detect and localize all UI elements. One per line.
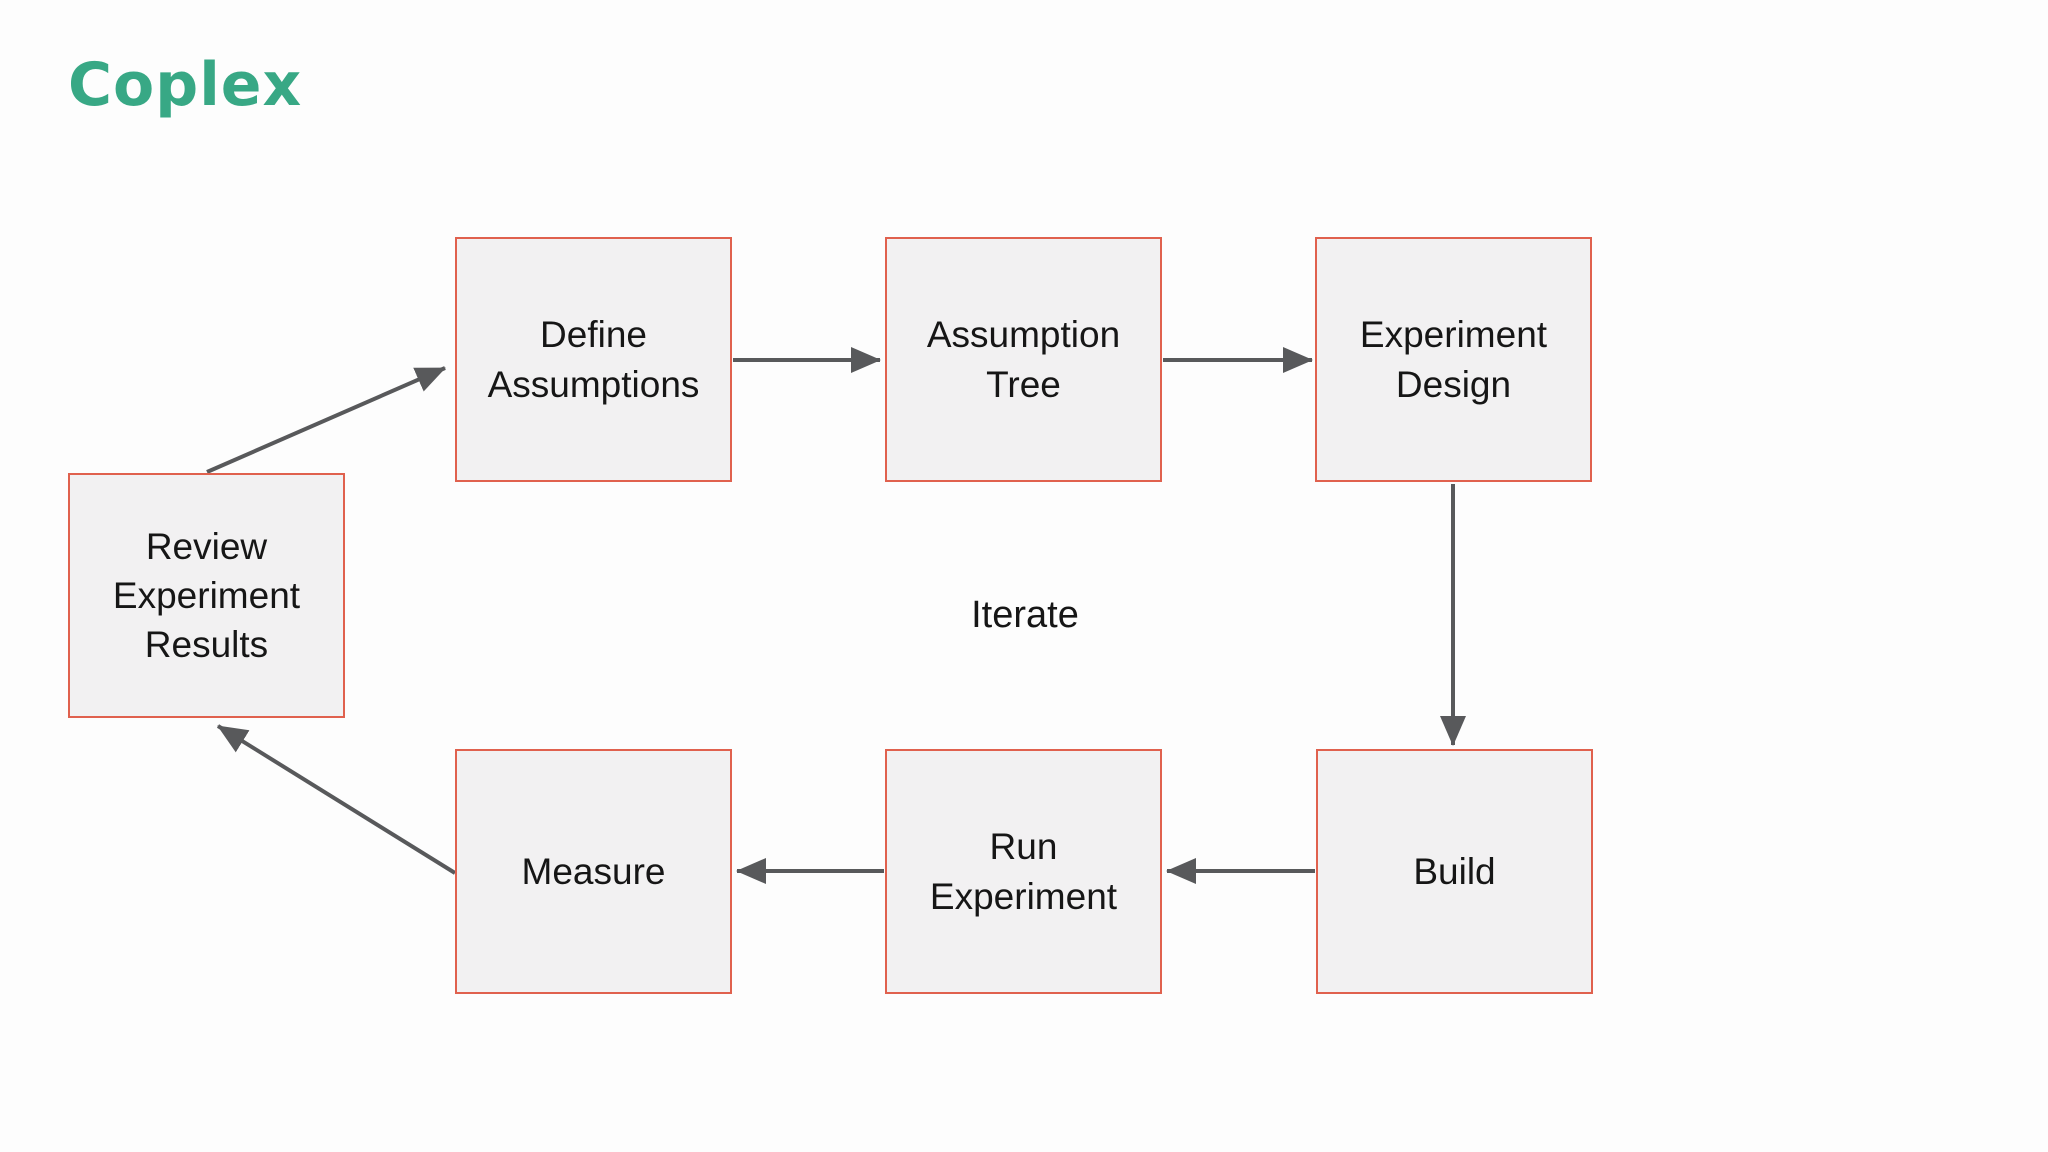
iterate-label: Iterate [971, 594, 1079, 636]
node-assumption-tree: Assumption Tree [885, 237, 1162, 482]
edge-review-experiment-results-to-define-assumptions [206, 366, 446, 474]
node-build: Build [1316, 749, 1593, 994]
edge-measure-to-review-experiment-results [216, 724, 457, 875]
node-experiment-design: Experiment Design [1315, 237, 1592, 482]
node-define-assumptions: Define Assumptions [455, 237, 732, 482]
node-review-experiment-results: Review Experiment Results [68, 473, 345, 718]
node-run-experiment: Run Experiment [885, 749, 1162, 994]
node-measure: Measure [455, 749, 732, 994]
coplex-logo: Coplex [68, 50, 303, 120]
